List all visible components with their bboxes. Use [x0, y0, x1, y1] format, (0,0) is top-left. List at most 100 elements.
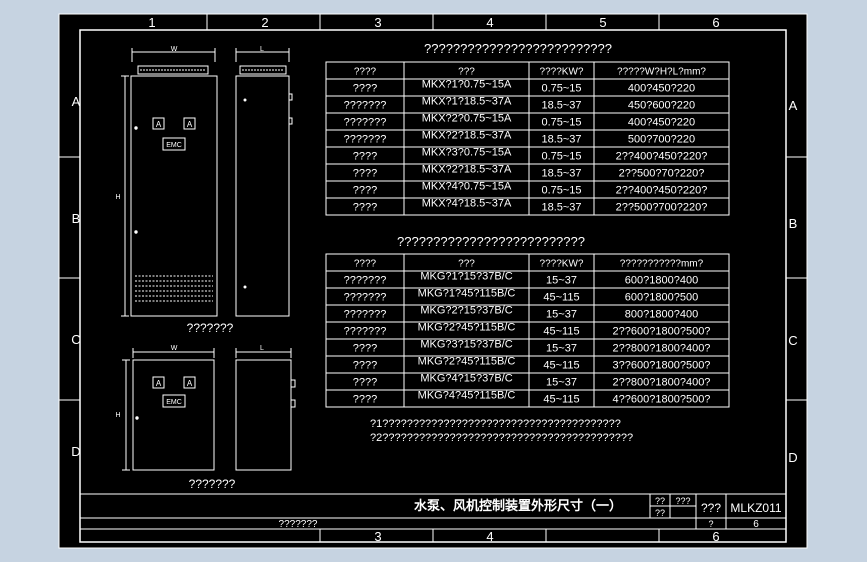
table1-cell: 2??500?700?220? — [616, 202, 708, 214]
row-label-right-b: B — [789, 216, 798, 231]
table1-header-cell: ??? — [458, 67, 475, 78]
row-label-right-d: D — [788, 450, 797, 465]
row-label-left-d: D — [71, 444, 80, 459]
col-label-3: 3 — [374, 15, 381, 30]
table2-title: ?????????????????????????? — [397, 234, 585, 249]
table2-cell: ??????? — [344, 309, 387, 321]
table2-cell: ???? — [353, 360, 377, 372]
table1-cell: ??????? — [344, 134, 387, 146]
row-label-left-c: C — [71, 332, 80, 347]
small-cabinet-front-view — [122, 348, 215, 471]
table2-cell: MKG?4?45?115B/C — [418, 390, 516, 402]
table2-cell: 2??600?1800?500? — [613, 326, 711, 338]
table1-cell: 2??500?70?220? — [619, 168, 705, 180]
table2-cell: 45~115 — [543, 394, 579, 406]
table2-cell: 2??800?1800?400? — [613, 343, 711, 355]
title-cell-d: ??? — [701, 501, 721, 515]
bottom-col-label-6: 6 — [712, 529, 719, 544]
tall-cabinet-front-view — [121, 48, 218, 317]
row-label-left-a: A — [72, 94, 81, 109]
table2-cell: MKG?1?45?115B/C — [418, 288, 516, 300]
table2-cell: 4??600?1800?500? — [613, 394, 711, 406]
table1-header-cell: ?????W?H?L?mm? — [617, 67, 706, 78]
caption-small-cabinet: ??????? — [189, 477, 236, 491]
table2-cell: 600?1800?400 — [625, 275, 698, 287]
table2-cell: 800?1800?400 — [625, 309, 698, 321]
table1-cell: 2??400?450?220? — [616, 185, 708, 197]
table1-cell: ???? — [353, 83, 377, 95]
small-badge-a-left: A — [156, 379, 162, 388]
note-2: ?2??????????????????????????????????????… — [370, 432, 633, 444]
title-block — [80, 493, 786, 529]
table2-cell: 3??600?1800?500? — [613, 360, 711, 372]
table2-cell: ???? — [353, 343, 377, 355]
table1-cell: 400?450?220 — [628, 83, 695, 95]
caption-tall-cabinet: ??????? — [187, 321, 234, 335]
table2-header-cell: ????KW? — [540, 259, 584, 270]
table2-cell: ???? — [353, 377, 377, 389]
table2-frame — [325, 253, 730, 408]
table2-cell: 15~37 — [546, 309, 577, 321]
table1-title: ?????????????????????????? — [424, 41, 612, 56]
table2-cell: ??????? — [344, 275, 387, 287]
table2-cell: MKG?2?45?115B/C — [418, 356, 516, 368]
table2-cell: MKG?4?15?37B/C — [420, 373, 512, 385]
table1-cell: MKX?1?0.75~15A — [422, 79, 512, 91]
sheet-number: 6 — [753, 519, 759, 530]
table2-cell: 45~115 — [543, 326, 579, 338]
table2-cell: 15~37 — [546, 343, 577, 355]
table1-cell: ??????? — [344, 100, 387, 112]
table2-cell: MKG?3?15?37B/C — [420, 339, 512, 351]
title-cell-a: ?? — [655, 496, 665, 506]
table1-cell: 18.5~37 — [541, 100, 581, 112]
small-badge-emc: EMC — [166, 399, 182, 406]
table1-cell: 0.75~15 — [541, 117, 581, 129]
bottom-col-label-3: 3 — [374, 529, 381, 544]
table2-cell: ???? — [353, 394, 377, 406]
table1-cell: 400?450?220 — [628, 117, 695, 129]
small-side-dim-l: L — [260, 345, 264, 352]
table1-cell: MKX?2?18.5~37A — [422, 130, 512, 142]
drawing-title: 水泵、风机控制装置外形尺寸（一） — [414, 498, 622, 513]
top-column-strip — [80, 14, 786, 31]
table1-cell: 18.5~37 — [541, 202, 581, 214]
small-cabinet-side-view — [235, 348, 296, 471]
table2-cell: 600?1800?500 — [625, 292, 698, 304]
table1-cell: 0.75~15 — [541, 185, 581, 197]
table1-header-cell: ????KW? — [540, 67, 584, 78]
table2-cell: MKG?1?15?37B/C — [420, 271, 512, 283]
table1-cell: 0.75~15 — [541, 83, 581, 95]
table1-grid: ??????? ????KW? ?????W?H?L?mm????? MKX?1?0.… — [325, 61, 730, 216]
col-label-5: 5 — [599, 15, 606, 30]
note-1: ?1??????????????????????????????????????… — [370, 418, 621, 430]
tall-side-dim-l: L — [260, 46, 264, 53]
drawing-background — [58, 13, 808, 549]
table1-header-cell: ???? — [354, 67, 377, 78]
table2-cell: ??????? — [344, 292, 387, 304]
table1-cell: 500?700?220 — [628, 134, 695, 146]
row-label-left-b: B — [72, 211, 81, 226]
table1-cell: 18.5~37 — [541, 134, 581, 146]
table2-cell: 15~37 — [546, 275, 577, 287]
bottom-column-strip — [80, 528, 786, 542]
table2-header-cell: ??? — [458, 259, 475, 270]
table1-cell: MKX?3?0.75~15A — [422, 147, 512, 159]
table1-cell: ???? — [353, 168, 377, 180]
col-label-1: 1 — [148, 15, 155, 30]
row-dividers — [59, 156, 807, 401]
table1-frame — [325, 61, 730, 216]
table2-grid: ???????????KW????????????mm????????MKG?1… — [325, 253, 730, 408]
title-small-q: ? — [708, 519, 713, 529]
table1-cell: ??????? — [344, 117, 387, 129]
table1-cell: MKX?4?18.5~37A — [422, 198, 512, 210]
small-front-dim-w: W — [171, 345, 178, 352]
table1-cell: ???? — [353, 185, 377, 197]
table1-cell: MKX?2?18.5~37A — [422, 164, 512, 176]
table2-cell: MKG?2?15?37B/C — [420, 305, 512, 317]
table1-cell: ???? — [353, 151, 377, 163]
tall-front-dim-h: H — [115, 194, 120, 201]
tall-badge-a-right: A — [187, 120, 193, 129]
table1-cell: 0.75~15 — [541, 151, 581, 163]
tall-badge-emc: EMC — [166, 142, 182, 149]
